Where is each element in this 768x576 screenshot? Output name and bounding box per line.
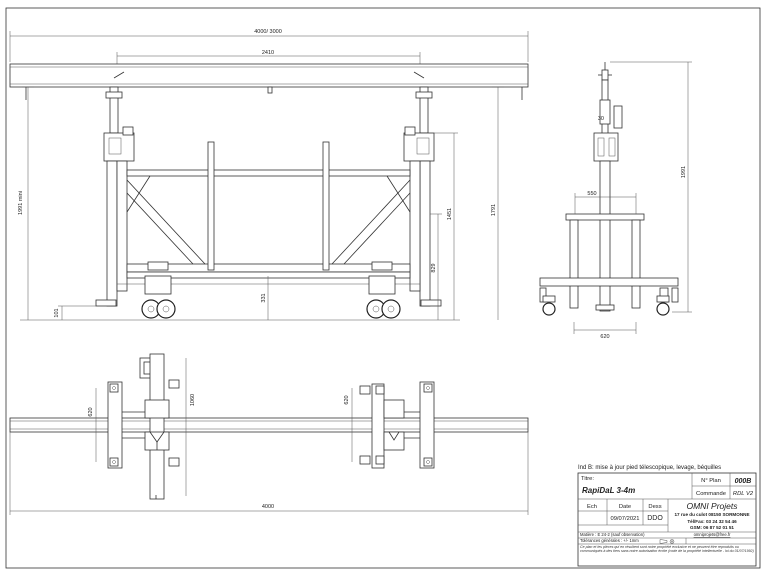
plan-no-label: N° Plan [701, 478, 721, 484]
dim-plan-length: 4000 [262, 504, 274, 510]
date-value: 09/07/2021 [610, 516, 639, 522]
sheet-border [5, 7, 761, 569]
dim-1451: 1451 [447, 208, 453, 220]
ech-label: Ech [587, 504, 597, 510]
dim-min-height: 1991 mini [18, 191, 24, 215]
dess-label: Dess [648, 504, 661, 510]
dim-inner-width: 2410 [262, 50, 274, 56]
front-elevation-view: 4000/ 3000 2410 [9, 29, 529, 321]
side-elevation-view: 30 550 620 1991 [539, 61, 692, 340]
drawing-title: RapiDaL 3-4m [582, 486, 635, 495]
revision-note: Ind B: mise à jour pied télescopique, le… [578, 465, 721, 471]
right-wheel-rear [381, 299, 401, 319]
date-label: Date [619, 504, 631, 510]
dim-plan-1060: 1060 [190, 394, 196, 406]
material-spec: Matière : E 24-2 (sauf observation) [580, 532, 645, 537]
dim-plan-620-left: 620 [88, 407, 94, 416]
dim-829: 829 [431, 263, 437, 272]
company-email: omniprojets@free.fr [694, 532, 731, 537]
side-wheel-left [542, 302, 556, 316]
label-30: 30 [598, 116, 604, 122]
dim-max-height: 1791 [491, 204, 497, 216]
dim-side-550: 550 [587, 191, 596, 197]
dim-plan-620-right: 620 [344, 395, 350, 404]
company-tel: Tél/Fax: 03 24 32 54 46 [687, 519, 737, 524]
tolerances-spec: Tolérances générales : +/- 1mm [580, 538, 639, 543]
top-beam [9, 63, 529, 88]
company-name: OMNI Projets [686, 501, 738, 511]
dim-side-620: 620 [600, 334, 609, 340]
right-lift-box [403, 132, 435, 162]
title-block: Titre: RapiDaL 3-4m N° Plan 000B Command… [577, 472, 757, 567]
plan-no: 000B [735, 478, 752, 485]
legal-notice: Ce plan et les pièces qui en résultent s… [580, 545, 754, 553]
projection-symbol-icon [659, 539, 675, 544]
title-label: Titre: [581, 476, 594, 482]
dim-331: 331 [261, 293, 267, 302]
company-address: 17 rue du culot 08150 SORMONNE [674, 512, 749, 517]
company-gsm: GSM: 06 87 52 01 51 [690, 525, 734, 530]
dim-overall-length: 4000/ 3000 [254, 29, 282, 35]
dim-101: 101 [54, 308, 60, 317]
left-wheel-rear [156, 299, 176, 319]
plan-beam [9, 417, 529, 433]
left-lift-box [103, 132, 135, 162]
dess-value: DDO [647, 515, 663, 522]
order-value: RDL V2 [733, 491, 754, 497]
plan-view: 620 1060 620 4000 [9, 353, 529, 515]
side-wheel-right [656, 302, 670, 316]
dim-side-height: 1991 [681, 166, 687, 178]
order-label: Commande [696, 491, 726, 497]
